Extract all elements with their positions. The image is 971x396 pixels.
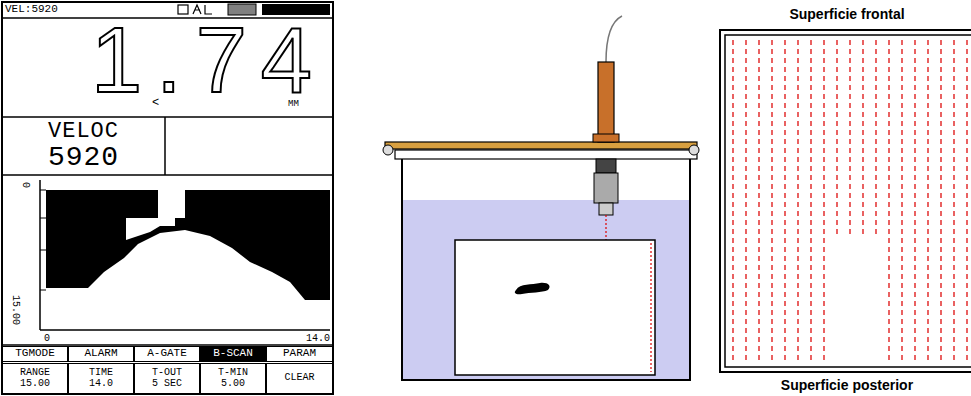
c-scan-panel (720, 30, 971, 372)
scan-line (914, 40, 915, 362)
unit: MM (288, 100, 299, 109)
sound-beam (605, 215, 606, 240)
scan-line (888, 40, 889, 362)
scan-line (745, 40, 746, 362)
readout-value: 5920 (48, 143, 119, 172)
scan-line (797, 40, 798, 362)
axis-label: 0 (20, 182, 30, 188)
scan-line (901, 40, 902, 362)
softkey-label: TIME (89, 368, 113, 379)
transducer-probe (594, 173, 618, 203)
holder (596, 159, 616, 173)
scan-line (849, 40, 850, 236)
softkey-cell: B-SCAN (200, 346, 266, 362)
axis-label: 14.0 (306, 334, 330, 344)
softkey-cell: CLEAR (266, 363, 333, 394)
scan-line (953, 40, 954, 362)
defect (515, 283, 550, 294)
scan-line (966, 40, 967, 362)
screen-frame (2, 2, 333, 394)
transducer-body (598, 62, 614, 142)
sound-beam (650, 243, 651, 372)
tank-wall (402, 155, 690, 380)
softkey-label: ALARM (84, 348, 117, 360)
panel-outer (720, 30, 971, 372)
gauge-screen (2, 2, 333, 394)
softkey-value: 14.0 (89, 379, 113, 390)
scan-line (758, 40, 759, 362)
softkey-label: T-MIN (218, 368, 248, 379)
softkey-label: A-GATE (147, 348, 187, 360)
softkey-cell: A-GATE (134, 346, 200, 362)
scan-line (836, 40, 837, 236)
echo-gap (158, 190, 185, 218)
indicator: < (152, 97, 159, 109)
scan-line (823, 40, 824, 362)
test-specimen (455, 240, 655, 375)
readout-name: VELOC (48, 120, 119, 143)
front-wall-echo (46, 190, 330, 218)
softkey-label: T-OUT (152, 368, 182, 379)
scan-line (862, 40, 863, 236)
softkey-cell: TIME14.0 (68, 363, 134, 394)
softkey-cell: RANGE15.00 (2, 363, 68, 394)
softkey-cell: TGMODE (2, 346, 68, 362)
scan-line (875, 40, 876, 236)
scan-line (810, 40, 811, 362)
status-icon (178, 5, 188, 14)
scan-line (732, 40, 733, 362)
surface-label: Superficie frontal (789, 7, 904, 21)
softkey-label: RANGE (20, 368, 50, 379)
softkey-value: 15.00 (20, 379, 50, 390)
softkey-label: PARAM (283, 348, 316, 360)
softkey-value: 5.00 (221, 379, 245, 390)
softkey-cell: PARAM (266, 346, 333, 362)
softkey-label: B-SCAN (213, 348, 253, 360)
scan-line (940, 40, 941, 362)
axis-label: 15.00 (10, 295, 20, 325)
immersion-tank (383, 16, 699, 380)
softkey-cell: T-MIN5.00 (200, 363, 266, 394)
b-scan-plot (40, 180, 330, 330)
status-readout: VEL:5920 (5, 4, 58, 15)
scan-line (784, 40, 785, 362)
softkey-cell: T-OUT5 SEC (134, 363, 200, 394)
softkey-label: TGMODE (15, 348, 55, 360)
thickness-value: 1.74 (91, 14, 326, 106)
velocity-panel: VELOC5920 (4, 119, 163, 173)
surface-label: Superficie posterior (781, 378, 913, 392)
cable (606, 16, 622, 62)
scan-line (771, 40, 772, 362)
panel-inner (725, 35, 971, 367)
scanner-rail (385, 142, 697, 149)
axis-label: 0 (44, 334, 50, 344)
softkey-value: 5 SEC (152, 379, 182, 390)
softkey-cell: ALARM (68, 346, 134, 362)
tank-rim (395, 150, 697, 159)
back-wall-echo (46, 218, 330, 300)
scan-line (927, 40, 928, 362)
status-icon (193, 5, 212, 14)
water (402, 200, 690, 380)
softkey-label: CLEAR (284, 373, 314, 384)
scan-lines (733, 40, 967, 362)
